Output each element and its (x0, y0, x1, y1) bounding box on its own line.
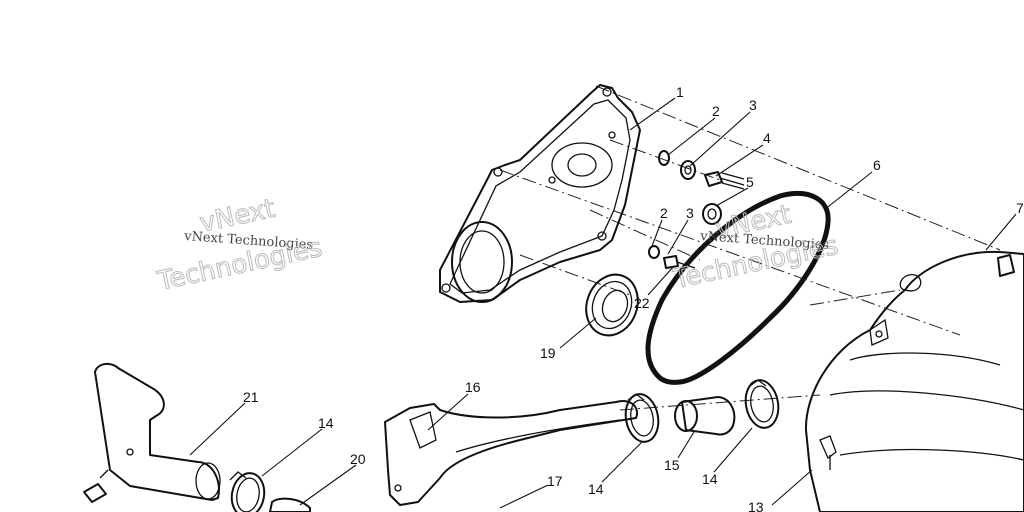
callout-14-right: 14 (702, 471, 718, 487)
callout-6: 6 (873, 157, 881, 173)
callout-4: 4 (763, 130, 771, 146)
callout-14-left: 14 (318, 415, 334, 431)
intake-duct (384, 400, 638, 506)
outer-cover-housing (804, 250, 1024, 512)
callout-21: 21 (243, 389, 259, 405)
clamp-left (229, 471, 266, 512)
callout-2-upper: 2 (712, 103, 720, 119)
clamp-middle (624, 393, 660, 443)
callout-22: 22 (634, 295, 650, 311)
callout-14-middle: 14 (588, 481, 604, 497)
spacer (702, 203, 722, 225)
callout-15: 15 (664, 457, 680, 473)
callout-16: 16 (465, 379, 481, 395)
callout-7: 7 (1016, 200, 1024, 216)
hose-left (269, 497, 311, 512)
callout-3-lower: 3 (686, 205, 694, 221)
callout-leaders (189, 97, 1017, 509)
callout-5: 5 (746, 174, 754, 190)
callout-19: 19 (540, 345, 556, 361)
callout-13: 13 (748, 499, 764, 512)
callout-17: 17 (547, 473, 563, 489)
callout-labels: 1 2 3 4 5 6 7 2 3 22 19 21 14 20 16 17 1… (243, 84, 1024, 512)
callout-2-lower: 2 (660, 205, 668, 221)
callout-1: 1 (676, 84, 684, 100)
watermark-right: vNext vNext Technologies Technologies (670, 199, 842, 295)
upper-fastener-set (658, 150, 745, 190)
seal-ring (585, 273, 639, 337)
callout-3-upper: 3 (749, 97, 757, 113)
drive-belt (645, 191, 831, 385)
callout-20: 20 (350, 451, 366, 467)
left-duct (83, 362, 221, 503)
connecting-hose (674, 396, 736, 436)
inner-cover-plate (439, 84, 641, 303)
lower-fastener-set (648, 245, 696, 269)
watermark-left: vNext vNext Technologies Technologies (154, 193, 326, 297)
clamp-right (744, 379, 780, 429)
